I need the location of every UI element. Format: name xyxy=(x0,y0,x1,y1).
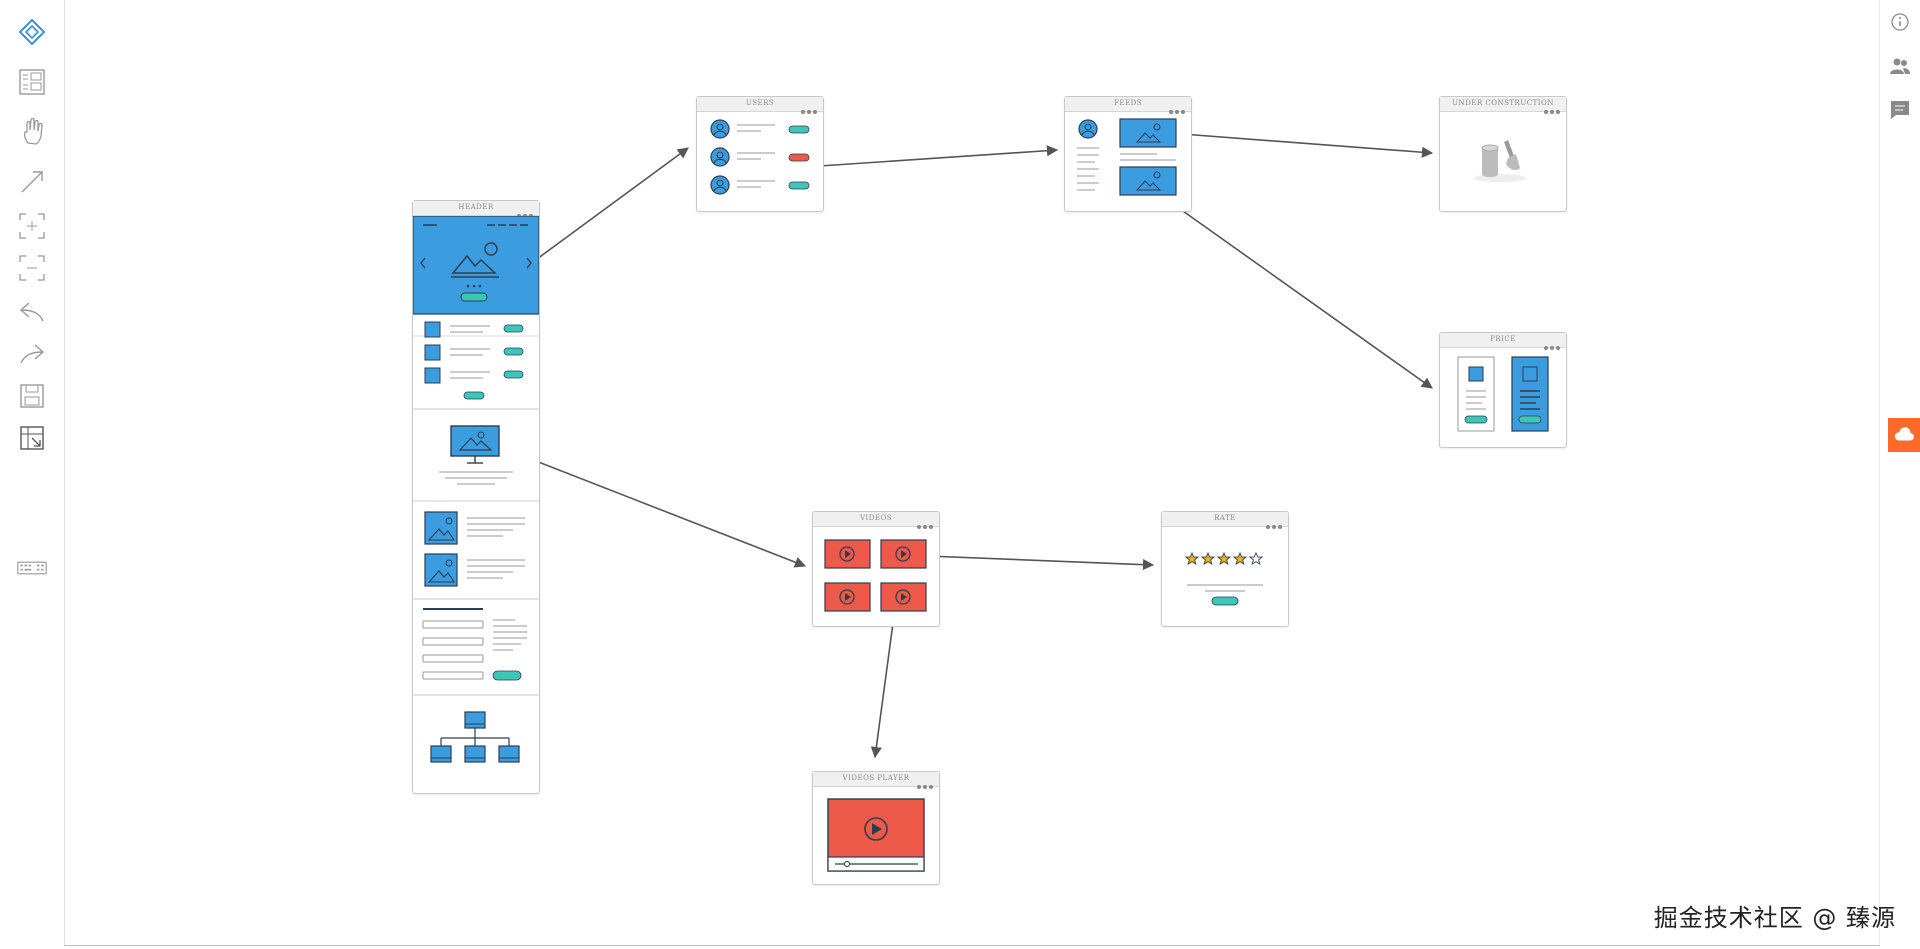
redo-icon[interactable] xyxy=(16,338,48,370)
card-title: UNDER CONSTRUCTION xyxy=(1452,99,1554,107)
card-title: VIDEOS xyxy=(859,514,893,522)
users-icon[interactable] xyxy=(1888,54,1912,78)
cloud-button[interactable] xyxy=(1888,418,1920,452)
card-title: USERS xyxy=(745,99,775,107)
comment-icon[interactable] xyxy=(1888,98,1912,122)
window-dots-icon xyxy=(1264,516,1282,534)
arrow-icon[interactable] xyxy=(16,166,48,198)
card-rate[interactable]: RATE xyxy=(1161,511,1289,627)
card-price[interactable]: PRICE xyxy=(1439,332,1567,448)
logo-icon[interactable] xyxy=(16,16,48,48)
info-icon[interactable] xyxy=(1888,10,1912,34)
card-title: PRICE xyxy=(1490,335,1516,343)
star-icon xyxy=(1216,551,1232,566)
window-dots-icon xyxy=(915,516,933,534)
window-dots-icon xyxy=(915,776,933,794)
price-preview xyxy=(1457,356,1549,432)
window-bar: VIDEOS xyxy=(813,512,939,529)
play-icon xyxy=(872,823,882,835)
watermark: 掘金技术社区 @ 臻源 xyxy=(1653,904,1896,932)
card-feeds[interactable]: FEEDS xyxy=(1064,96,1192,212)
card-videos[interactable]: VIDEOS xyxy=(812,511,940,627)
wireframes-icon[interactable] xyxy=(16,66,48,98)
card-videos-player[interactable]: VIDEOS PLAYER xyxy=(812,771,940,885)
canvas-bottom-border xyxy=(64,945,1880,946)
card-title: VIDEOS PLAYER xyxy=(842,774,910,782)
videos-preview xyxy=(824,539,927,612)
paint-bucket-icon xyxy=(1474,140,1526,182)
window-dots-icon xyxy=(1542,337,1560,355)
save-icon[interactable] xyxy=(16,380,48,412)
window-dots-icon xyxy=(1542,101,1560,119)
card-title: RATE xyxy=(1214,514,1236,522)
window-bar: HEADER xyxy=(413,201,539,218)
window-bar: VIDEOS PLAYER xyxy=(813,772,939,789)
keyboard-icon[interactable] xyxy=(16,552,48,584)
right-toolbar xyxy=(1879,0,1920,945)
window-dots-icon xyxy=(799,101,817,119)
feeds-preview xyxy=(1077,118,1177,196)
star-icon xyxy=(1232,551,1248,566)
zoom-out-icon[interactable] xyxy=(16,252,48,284)
cloud-icon xyxy=(1894,427,1915,441)
rating-preview xyxy=(1184,551,1264,606)
star-icon xyxy=(1200,551,1216,566)
undo-icon[interactable] xyxy=(16,296,48,328)
window-bar: PRICE xyxy=(1440,333,1566,350)
left-toolbar xyxy=(0,0,65,945)
window-bar: UNDER CONSTRUCTION xyxy=(1440,97,1566,114)
hand-icon[interactable] xyxy=(16,116,48,148)
users-preview xyxy=(710,119,810,195)
star-icon xyxy=(1184,551,1200,566)
zoom-in-icon[interactable] xyxy=(16,210,48,242)
card-users[interactable]: USERS xyxy=(696,96,824,212)
window-bar: RATE xyxy=(1162,512,1288,529)
card-under-construction[interactable]: UNDER CONSTRUCTION xyxy=(1439,96,1567,212)
star-outline-icon xyxy=(1248,551,1264,566)
window-bar: FEEDS xyxy=(1065,97,1191,114)
fit-icon[interactable] xyxy=(16,422,48,454)
card-title: HEADER xyxy=(458,203,494,211)
card-header[interactable]: HEADER xyxy=(412,200,540,794)
window-dots-icon xyxy=(1167,101,1185,119)
card-title: FEEDS xyxy=(1114,99,1142,107)
landing-page-preview xyxy=(413,216,539,763)
video-player-preview xyxy=(827,798,925,872)
window-bar: USERS xyxy=(697,97,823,114)
